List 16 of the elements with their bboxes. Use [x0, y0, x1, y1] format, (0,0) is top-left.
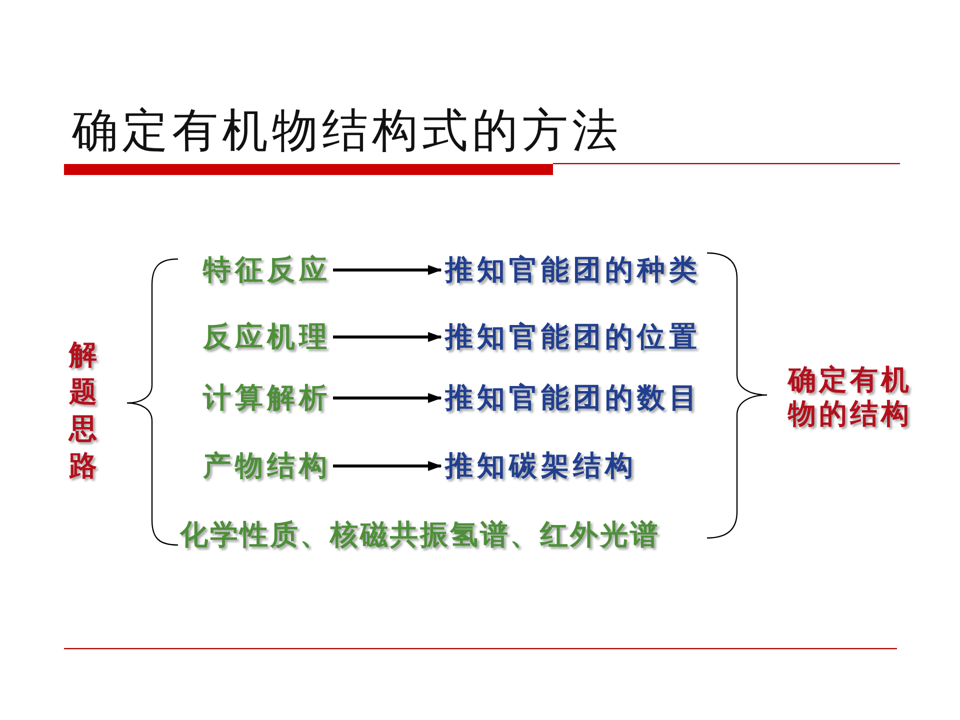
- inference-label: 推知碳架结构: [445, 449, 637, 483]
- method-label: 反应机理: [203, 320, 331, 354]
- slide-title: 确定有机物结构式的方法: [72, 102, 622, 158]
- arrow: [333, 265, 442, 275]
- inference-label: 推知官能团的位置: [445, 320, 701, 354]
- conclusion-label: 确定有机物的结构: [788, 363, 913, 431]
- note-text: 化学性质、核磁共振氢谱、红外光谱: [180, 518, 660, 552]
- method-label: 产物结构: [203, 449, 331, 483]
- method-label: 计算解析: [203, 381, 331, 415]
- method-label: 特征反应: [203, 253, 331, 287]
- arrow: [333, 393, 442, 403]
- inference-label: 推知官能团的数目: [445, 381, 701, 415]
- inference-label: 推知官能团的种类: [445, 253, 701, 287]
- vertical-label: 解题思路: [69, 337, 98, 484]
- arrow: [333, 332, 442, 342]
- arrow: [333, 461, 442, 471]
